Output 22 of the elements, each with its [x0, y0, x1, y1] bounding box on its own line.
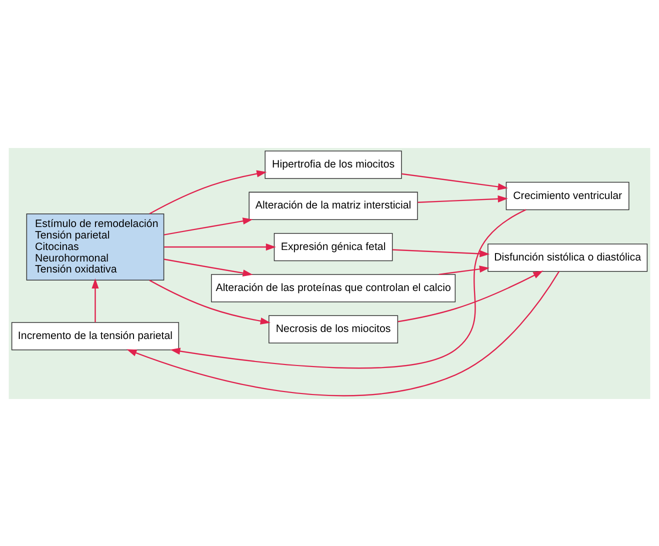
arrow [392, 248, 490, 257]
arrow [149, 170, 267, 214]
node-box: Necrosis de los miocitos [268, 314, 398, 343]
node-box: Hipertrofia de los miocitos [264, 150, 402, 178]
arrow [126, 270, 560, 396]
arrow [398, 270, 544, 322]
node-box: Estímulo de remodelación Tensión parietal Citocinas Neurohormonal Tensión oxidativa [26, 213, 164, 280]
arrow [164, 217, 253, 235]
arrow [402, 172, 508, 190]
node-box: Crecimiento ventricular [506, 181, 630, 210]
arrow [170, 208, 526, 368]
arrow [418, 194, 508, 202]
arrow [438, 265, 490, 275]
arrow [164, 258, 253, 276]
node-box: Incremento de la tensión parietal [11, 322, 180, 350]
node-box: Alteración de la matriz intersticial [248, 191, 418, 220]
arrow [92, 278, 99, 322]
node-box: Alteración de las proteínas que controlan el calcio [211, 274, 456, 302]
arrow [149, 279, 271, 324]
arrow [164, 243, 276, 250]
node-box: Expresión génica fetal [274, 232, 393, 261]
node-box: Disfunción sistólica o diastólica [488, 243, 648, 272]
